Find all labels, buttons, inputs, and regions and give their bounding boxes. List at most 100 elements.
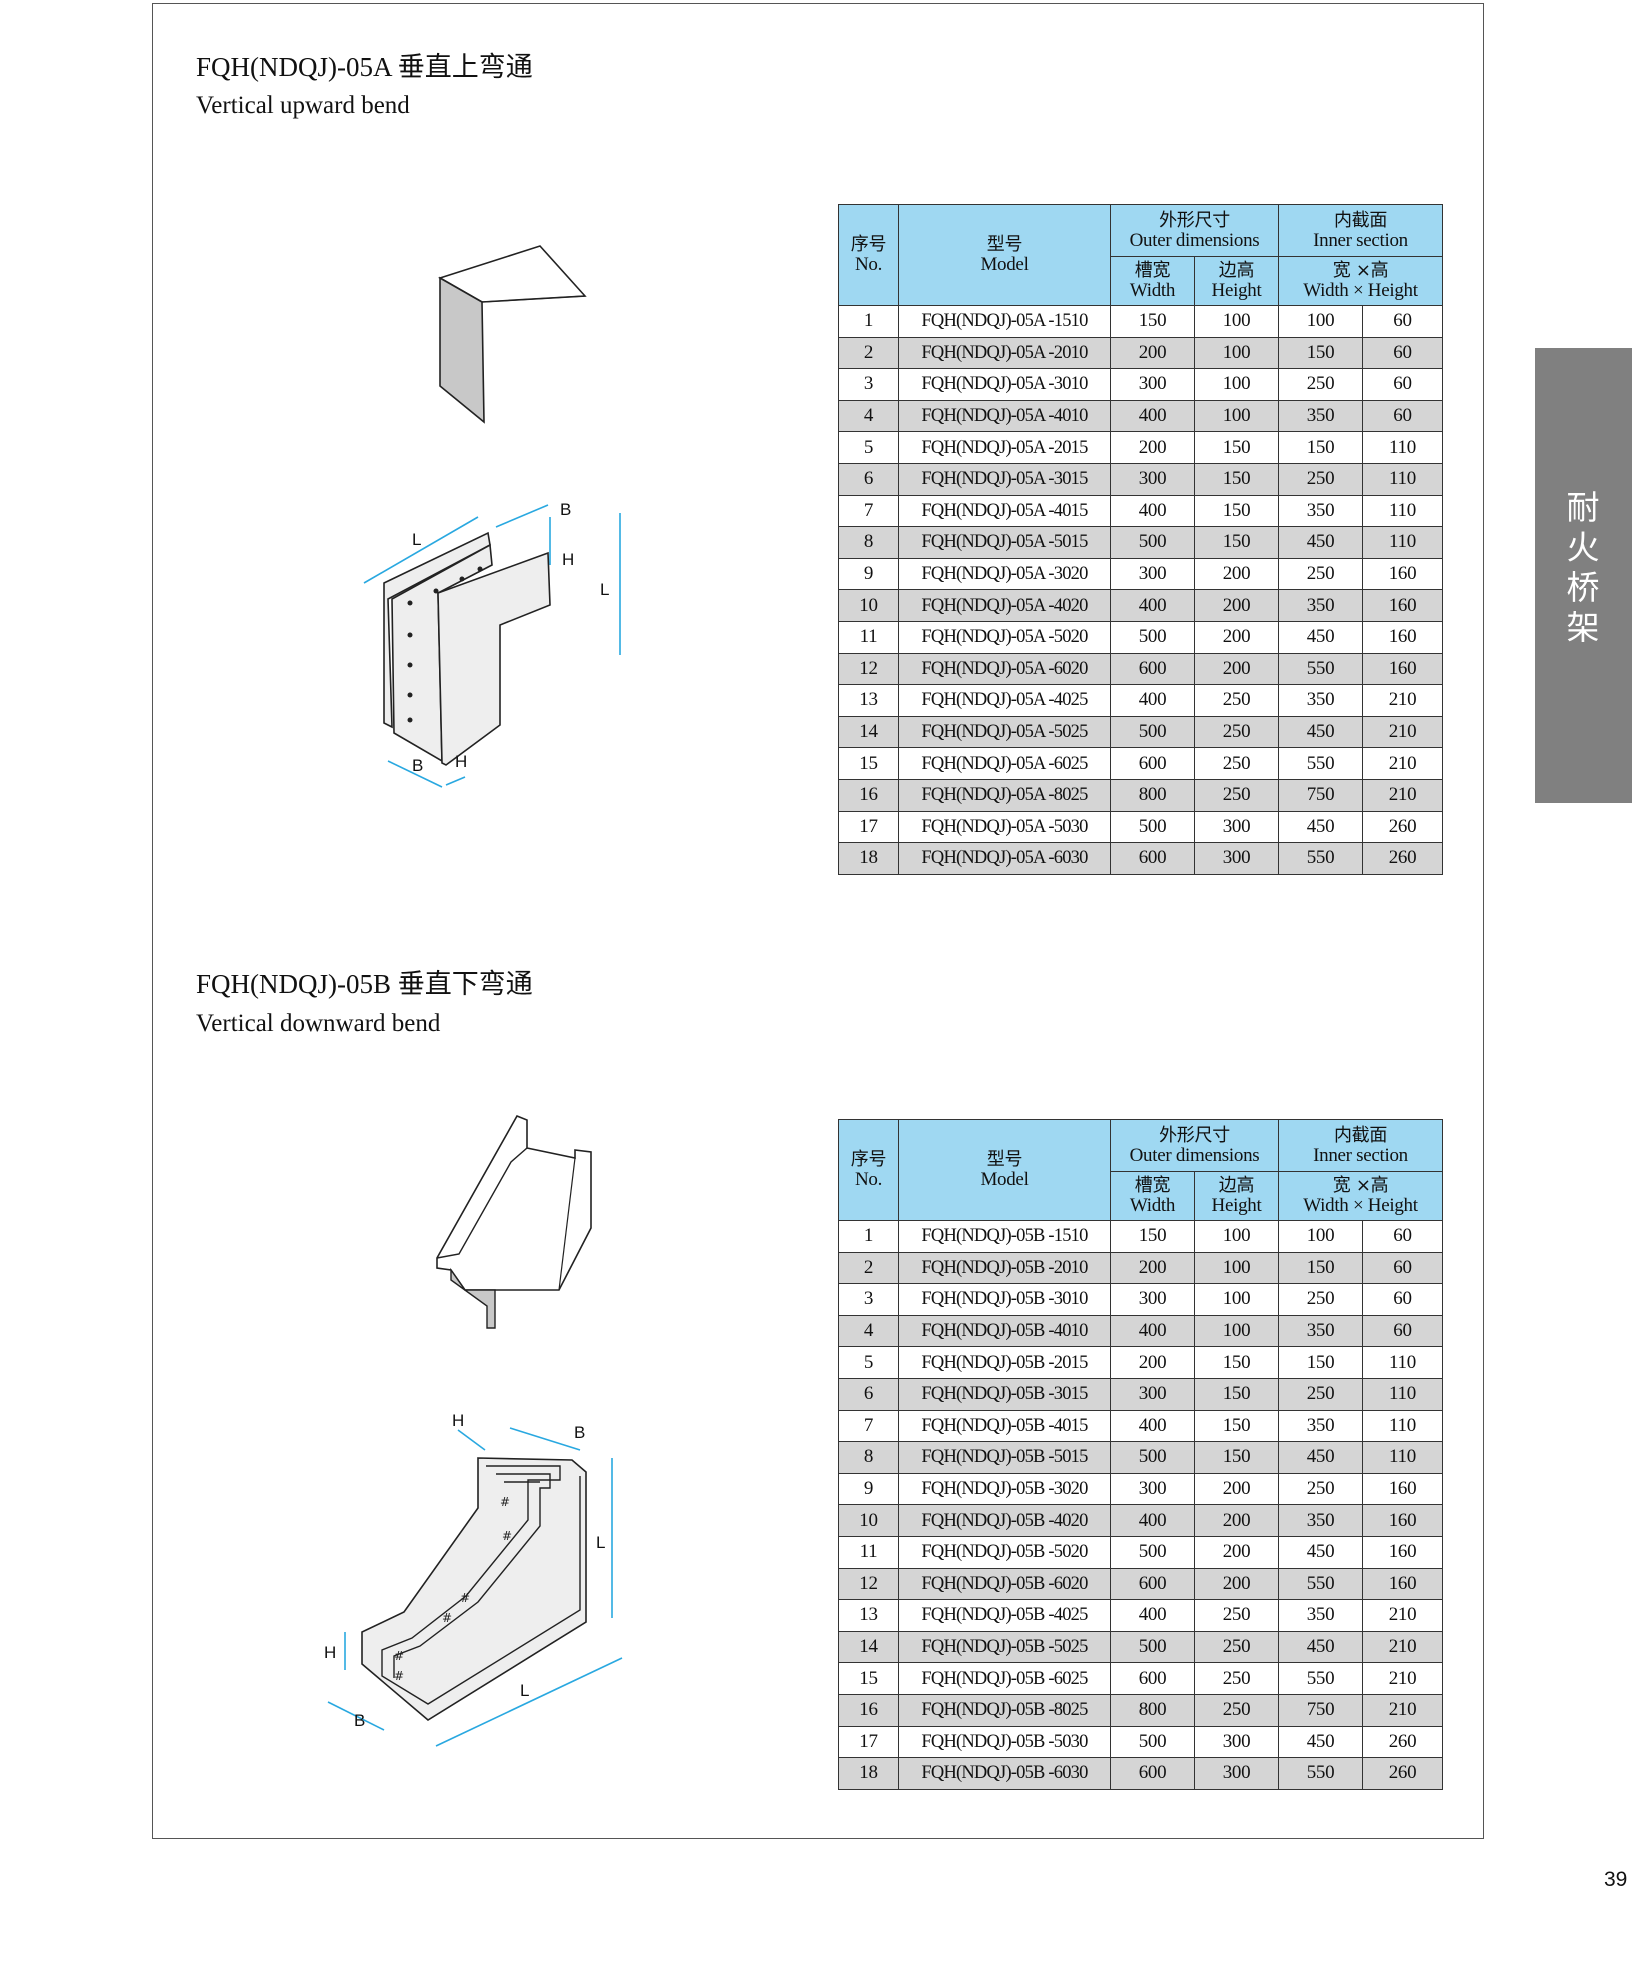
upward-bend-illustration xyxy=(438,245,587,424)
cell-inner-height: 260 xyxy=(1361,1757,1444,1790)
cell-width: 600 xyxy=(1110,1662,1195,1695)
cell-height: 200 xyxy=(1194,620,1279,654)
cell-height: 100 xyxy=(1194,336,1279,370)
cell-height: 100 xyxy=(1194,305,1279,338)
cell-no: 2 xyxy=(838,336,899,370)
cell-inner-width: 350 xyxy=(1278,684,1363,717)
cell-inner-height: 160 xyxy=(1361,557,1444,591)
cell-no: 4 xyxy=(838,1314,899,1348)
cell-width: 400 xyxy=(1110,589,1195,622)
cell-no: 11 xyxy=(838,1535,899,1569)
cell-no: 7 xyxy=(838,1409,899,1443)
cell-height: 100 xyxy=(1194,1283,1279,1316)
cell-inner-width: 250 xyxy=(1278,1283,1363,1316)
cell-model: FQH(NDQJ)-05B -6020 xyxy=(898,1567,1111,1601)
cell-no: 10 xyxy=(838,589,899,622)
cell-no: 9 xyxy=(838,1472,899,1506)
cell-model: FQH(NDQJ)-05A -8025 xyxy=(898,778,1111,812)
cell-no: 14 xyxy=(838,1630,899,1664)
cell-model: FQH(NDQJ)-05A -1510 xyxy=(898,305,1111,338)
cell-no: 4 xyxy=(838,399,899,433)
cell-inner-width: 350 xyxy=(1278,589,1363,622)
cell-model: FQH(NDQJ)-05A -5030 xyxy=(898,810,1111,844)
cell-inner-width: 550 xyxy=(1278,1567,1363,1601)
cell-width: 300 xyxy=(1110,462,1195,496)
cell-width: 400 xyxy=(1110,684,1195,717)
cell-inner-width: 450 xyxy=(1278,715,1363,749)
cell-no: 6 xyxy=(838,1377,899,1411)
cell-no: 3 xyxy=(838,368,899,401)
cell-no: 12 xyxy=(838,652,899,686)
cell-width: 500 xyxy=(1110,620,1195,654)
cell-model: FQH(NDQJ)-05B -5020 xyxy=(898,1535,1111,1569)
cell-width: 500 xyxy=(1110,810,1195,844)
cell-width: 150 xyxy=(1110,305,1195,338)
cell-inner-height: 110 xyxy=(1361,462,1444,496)
cell-model: FQH(NDQJ)-05B -4020 xyxy=(898,1504,1111,1537)
svg-text:#: # xyxy=(502,1529,512,1543)
cell-inner-height: 60 xyxy=(1361,368,1444,401)
dim-label: H xyxy=(324,1643,336,1662)
cell-inner-height: 210 xyxy=(1361,1662,1444,1695)
cell-width: 600 xyxy=(1110,747,1195,780)
category-side-tab: 耐火桥架 xyxy=(1535,348,1632,803)
cell-no: 9 xyxy=(838,557,899,591)
section-a-title: FQH(NDQJ)-05A 垂直上弯通 xyxy=(196,52,533,82)
cell-height: 150 xyxy=(1194,431,1279,464)
cell-inner-width: 350 xyxy=(1278,1314,1363,1348)
cell-width: 800 xyxy=(1110,1693,1195,1727)
cell-inner-width: 250 xyxy=(1278,462,1363,496)
cell-width: 500 xyxy=(1110,1535,1195,1569)
cell-inner-height: 60 xyxy=(1361,305,1444,338)
cell-model: FQH(NDQJ)-05A -4025 xyxy=(898,684,1111,717)
cell-inner-height: 110 xyxy=(1361,1377,1444,1411)
cell-inner-width: 450 xyxy=(1278,1535,1363,1569)
cell-inner-height: 60 xyxy=(1361,1220,1444,1253)
cell-inner-height: 210 xyxy=(1361,1693,1444,1727)
cell-inner-width: 550 xyxy=(1278,652,1363,686)
cell-model: FQH(NDQJ)-05B -3015 xyxy=(898,1377,1111,1411)
cell-width: 500 xyxy=(1110,1441,1195,1474)
cell-width: 400 xyxy=(1110,399,1195,433)
svg-text:#: # xyxy=(394,1649,404,1663)
cell-model: FQH(NDQJ)-05B -4025 xyxy=(898,1599,1111,1632)
cell-height: 100 xyxy=(1194,399,1279,433)
cell-inner-height: 160 xyxy=(1361,620,1444,654)
cell-model: FQH(NDQJ)-05A -2010 xyxy=(898,336,1111,370)
cell-no: 2 xyxy=(838,1251,899,1285)
cell-model: FQH(NDQJ)-05B -6030 xyxy=(898,1757,1111,1790)
cell-width: 300 xyxy=(1110,1283,1195,1316)
dim-label: B xyxy=(354,1711,365,1730)
cell-width: 400 xyxy=(1110,1314,1195,1348)
cell-model: FQH(NDQJ)-05A -3015 xyxy=(898,462,1111,496)
cell-inner-width: 550 xyxy=(1278,1757,1363,1790)
svg-text:#: # xyxy=(460,1591,470,1605)
cell-no: 13 xyxy=(838,684,899,717)
cell-inner-height: 210 xyxy=(1361,778,1444,812)
cell-height: 150 xyxy=(1194,1441,1279,1474)
cell-width: 500 xyxy=(1110,1725,1195,1759)
cell-inner-height: 160 xyxy=(1361,1472,1444,1506)
cell-height: 200 xyxy=(1194,1535,1279,1569)
downward-bend-dimension-drawing: ###### H B L H B L xyxy=(324,1411,623,1747)
page-number: 39 xyxy=(1604,1868,1628,1891)
cell-height: 300 xyxy=(1194,842,1279,875)
cell-height: 250 xyxy=(1194,684,1279,717)
cell-inner-height: 210 xyxy=(1361,1599,1444,1632)
cell-model: FQH(NDQJ)-05B -6025 xyxy=(898,1662,1111,1695)
cell-inner-width: 350 xyxy=(1278,494,1363,528)
cell-inner-height: 210 xyxy=(1361,715,1444,749)
